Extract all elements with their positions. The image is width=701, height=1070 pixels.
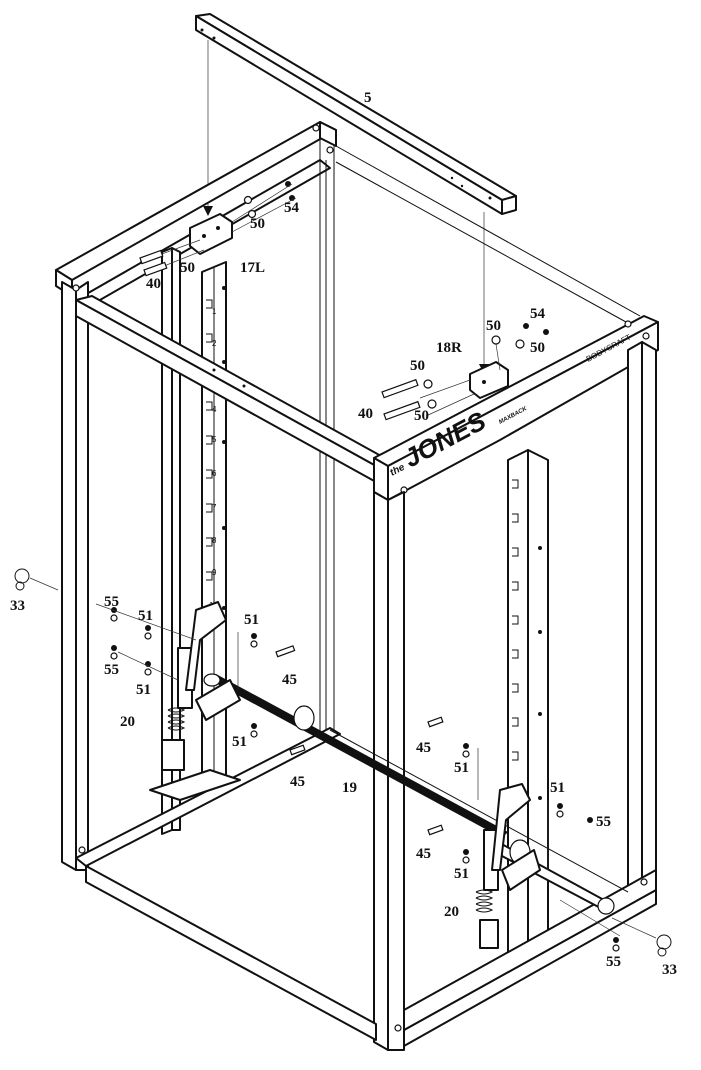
label-part-51-right-a: 51 [454, 760, 469, 776]
label-part-45-left-b: 45 [290, 774, 305, 790]
label-part-5: 5 [364, 90, 372, 106]
label-part-50-right-d: 50 [414, 408, 429, 424]
label-part-55-left-b: 55 [104, 662, 119, 678]
right-front-post [373, 491, 405, 1051]
label-part-50-right-a: 50 [486, 318, 501, 334]
top-crossbeam [195, 13, 517, 215]
label-part-51-right-b: 51 [550, 780, 565, 796]
label-part-55-right-b: 55 [606, 954, 621, 970]
label-part-19: 19 [342, 780, 357, 796]
label-part-20-right: 20 [444, 904, 459, 920]
label-part-33-right: 33 [662, 962, 677, 978]
label-part-54-left: 54 [284, 200, 300, 216]
label-part-18r: 18R [436, 340, 462, 356]
label-part-50-right-b: 50 [530, 340, 545, 356]
right-rack-column [507, 449, 549, 971]
svg-text:5: 5 [212, 435, 217, 444]
left-carriage [149, 601, 241, 801]
label-part-45-right-a: 45 [416, 740, 431, 756]
label-part-45-right-b: 45 [416, 846, 431, 862]
label-part-20-left: 20 [120, 714, 135, 730]
label-part-55-right-a: 55 [596, 814, 611, 830]
front-top-crossbar [75, 295, 393, 483]
label-part-40-left: 40 [146, 276, 161, 292]
svg-text:4: 4 [212, 405, 217, 414]
svg-text:2: 2 [212, 339, 217, 348]
part-labels: 5 54 50 17L 40 50 50 54 18R 50 50 40 50 … [10, 90, 677, 978]
label-part-51-left-c: 51 [136, 682, 151, 698]
label-part-55-left-a: 55 [104, 594, 119, 610]
rear-top-frame [55, 121, 641, 740]
label-part-54-right: 54 [530, 306, 546, 322]
label-part-50-left-b: 50 [180, 260, 195, 276]
label-part-51-left-b: 51 [244, 612, 259, 628]
label-part-51-left-d: 51 [232, 734, 247, 750]
bottom-frame [75, 727, 657, 1047]
svg-text:1: 1 [212, 307, 217, 316]
right-top-plate: the JONES MAXBACK BODYCRAFT [373, 315, 659, 501]
right-carriage [475, 783, 541, 949]
svg-text:7: 7 [212, 503, 217, 512]
label-part-45-left-a: 45 [282, 672, 297, 688]
label-part-33-left: 33 [10, 598, 25, 614]
hardware-right-washers [427, 716, 621, 952]
left-front-post [61, 281, 89, 871]
hardware-left-washers [95, 603, 306, 756]
label-part-17l: 17L [240, 260, 265, 276]
svg-text:6: 6 [212, 469, 217, 478]
bracket-18r [381, 323, 549, 421]
spring-clip-right [611, 917, 672, 957]
spring-clip-left [14, 568, 59, 591]
label-part-51-left-a: 51 [138, 608, 153, 624]
label-part-51-right-c: 51 [454, 866, 469, 882]
bracket-17l [139, 181, 297, 277]
label-part-50-right-c: 50 [410, 358, 425, 374]
svg-text:8: 8 [212, 536, 217, 545]
label-part-40-right: 40 [358, 406, 373, 422]
right-rear-post [627, 341, 657, 899]
svg-text:9: 9 [212, 568, 217, 577]
label-part-50-left-a: 50 [250, 216, 265, 232]
